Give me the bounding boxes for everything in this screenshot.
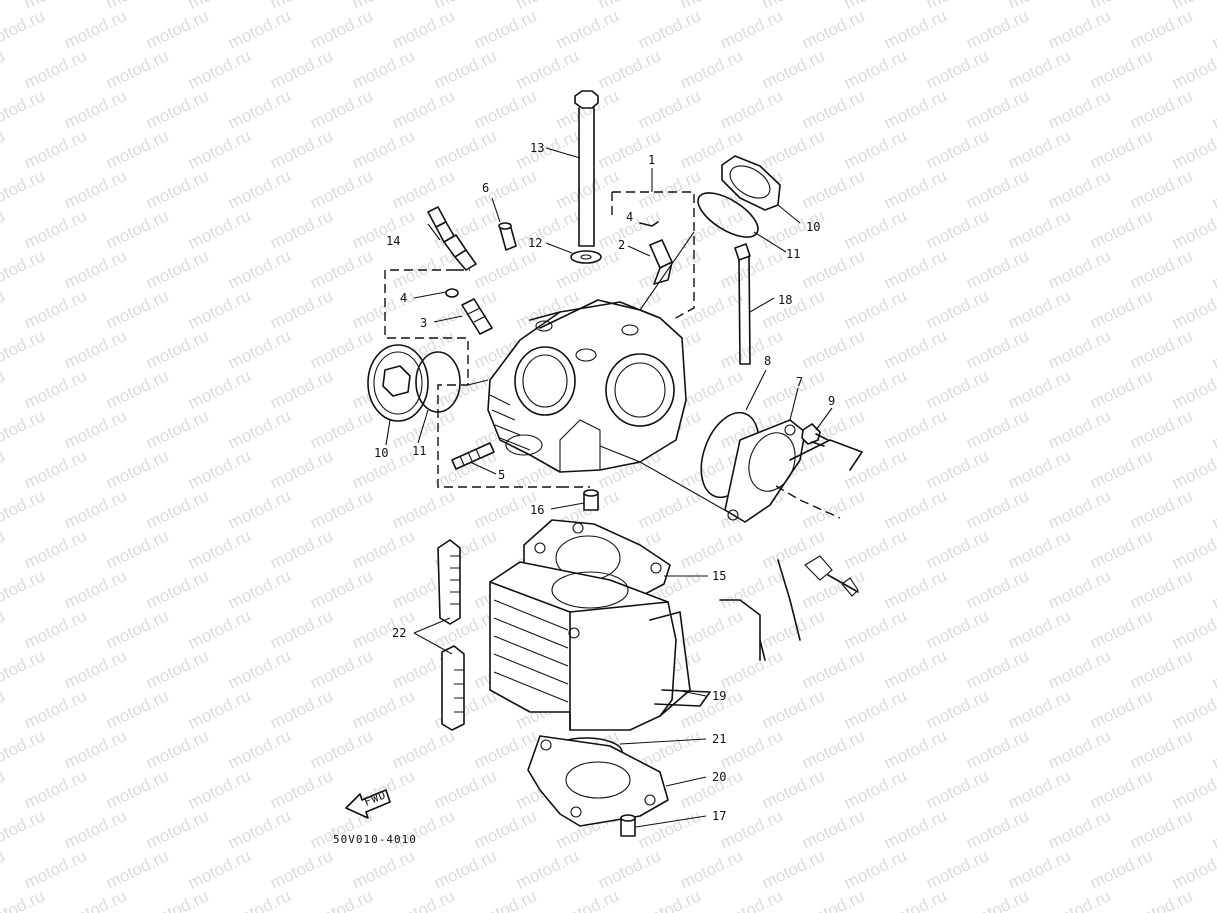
dowel-pin-part: [498, 222, 517, 251]
part-label-13: 13: [530, 141, 544, 155]
washer-part: [570, 250, 602, 264]
part-label-14: 14: [386, 234, 400, 248]
valve-guide-lower-part: [461, 298, 493, 335]
head-bolt-part: [574, 90, 599, 247]
part-label-5: 5: [498, 468, 505, 482]
part-label-15: 15: [712, 569, 726, 583]
part-label-8: 8: [764, 354, 771, 368]
dowel-lower-part: [620, 814, 636, 837]
part-label-17: 17: [712, 809, 726, 823]
o-ring-right-part: [697, 192, 759, 238]
part-number-labels: 13 1 6 4 14 12 2 10 11 4 3 18 8 7 9 10 1…: [374, 141, 835, 823]
part-label-1: 1: [648, 153, 655, 167]
base-gasket-part: [527, 735, 669, 827]
o-ring-left-part: [415, 351, 461, 413]
part-label-18: 18: [778, 293, 792, 307]
diagram-code: 50V010-4010: [333, 833, 417, 846]
fwd-arrow-icon: FWD: [345, 788, 391, 819]
part-label-11-right: 11: [786, 247, 800, 261]
part-label-6: 6: [482, 181, 489, 195]
part-label-4-upper: 4: [626, 210, 633, 224]
cover-bolt-part: [801, 423, 829, 447]
stud-bolt-part: [451, 442, 495, 470]
part-label-10-left: 10: [374, 446, 388, 460]
part-label-21: 21: [712, 732, 726, 746]
o-ring-small-part: [445, 288, 459, 298]
part-label-12: 12: [528, 236, 542, 250]
valve-cap-left-part: [367, 344, 429, 422]
side-cover-part: [724, 419, 806, 523]
spark-plug-part: [427, 206, 477, 271]
leader-lines: [385, 147, 833, 828]
crankcase-fragment: [719, 439, 863, 661]
chain-guide-strips-part: [437, 539, 465, 731]
part-label-20: 20: [712, 770, 726, 784]
dowel-upper-part: [583, 489, 599, 511]
cylinder-part: [489, 561, 711, 731]
valve-guide-part: [649, 239, 673, 285]
part-label-2: 2: [618, 238, 625, 252]
long-bolt-part: [734, 243, 751, 365]
part-label-4-lower: 4: [400, 291, 407, 305]
part-label-7: 7: [796, 375, 803, 389]
valve-cap-right-part: [721, 155, 781, 211]
part-label-16: 16: [530, 503, 544, 517]
part-label-10-right: 10: [806, 220, 820, 234]
part-label-22: 22: [392, 626, 406, 640]
part-label-19: 19: [712, 689, 726, 703]
assembly-dashed-outline: [384, 191, 695, 488]
part-label-11-left: 11: [412, 444, 426, 458]
clip-pin-part: [639, 221, 659, 227]
cylinder-head-part: [487, 299, 687, 473]
part-label-9: 9: [828, 394, 835, 408]
part-label-3: 3: [420, 316, 427, 330]
